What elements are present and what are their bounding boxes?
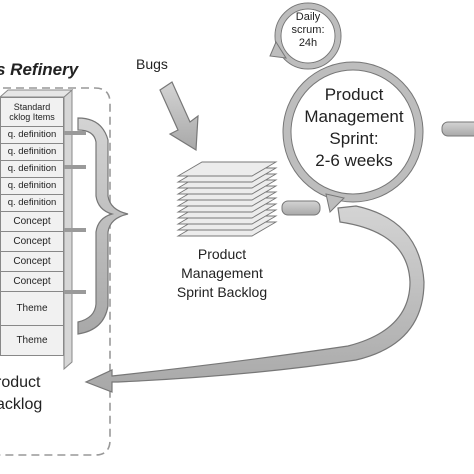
pm-sprint-backlog-caption: Product Management Sprint Backlog: [160, 245, 284, 302]
connector-right-stub: [441, 121, 474, 137]
pm-sprint-line1: Product: [324, 85, 384, 104]
stack-cell-label: q. definition: [7, 129, 57, 140]
stack-cell-concept: Concept: [0, 272, 64, 292]
stack-cell-label: Concept: [13, 215, 51, 227]
stack-cell-req-definition: q. definition: [0, 161, 64, 178]
stack-cell-label: Theme: [16, 334, 48, 346]
stack-cell-label: q. definition: [7, 180, 57, 191]
stack-cell-concept: Concept: [0, 252, 64, 272]
paper-stack-icon: [176, 161, 278, 237]
stack-cell-req-definition: q. definition: [0, 178, 64, 195]
sprint-circle-arrowhead: [325, 193, 345, 213]
curly-brace: [77, 117, 129, 335]
product-backlog-line1: roduct: [0, 374, 41, 391]
bugs-arrow: [159, 81, 199, 152]
daily-scrum-label: Daily scrum: 24h: [278, 11, 338, 50]
daily-scrum-arrowhead: [269, 40, 287, 59]
daily-scrum-circle: [275, 3, 341, 69]
stack-cell-label: cklog Items: [9, 112, 55, 122]
sprint-cycle-circle: [283, 62, 423, 202]
stack-cell-label: q. definition: [7, 163, 57, 174]
stack-cell-standard-items: Standard cklog Items: [0, 97, 64, 127]
stack-cell-label: Concept: [13, 255, 51, 267]
pm-sprint-label: Product Management Sprint: 2-6 weeks: [292, 84, 416, 172]
bugs-label: Bugs: [136, 56, 168, 72]
stack-cell-label: Standard: [13, 102, 51, 112]
refinery-dashed-border: [0, 87, 111, 456]
stack-cell-label: Concept: [13, 275, 51, 287]
stack-cell-concept: Concept: [0, 232, 64, 252]
daily-scrum-line3: 24h: [298, 37, 318, 49]
product-backlog-line2: acklog: [0, 396, 43, 413]
pm-sprint-backlog-line2: Management: [181, 265, 263, 281]
refinery-title: s Refinery: [0, 60, 79, 79]
pm-sprint-line2: Management: [304, 107, 404, 126]
stack-cell-label: Concept: [13, 235, 51, 247]
pm-sprint-line3: Sprint:: [329, 129, 379, 148]
stack-cell-label: Theme: [16, 302, 48, 314]
stack-cell-concept: Concept: [0, 212, 64, 232]
pm-sprint-backlog-line1: Product: [197, 246, 247, 262]
stack-top: [0, 89, 74, 98]
product-backlog-caption: roduct acklog: [0, 372, 42, 416]
pm-sprint-line4: 2-6 weeks: [315, 151, 393, 170]
connector-to-sprint: [281, 200, 321, 216]
stack-cell-req-definition: q. definition: [0, 127, 64, 144]
daily-scrum-line1: Daily: [295, 11, 321, 23]
backlog-item-stack: Standard cklog Items q. definition q. de…: [0, 97, 64, 356]
daily-scrum-line2: scrum:: [291, 24, 325, 36]
stack-cell-label: q. definition: [7, 197, 57, 208]
stack-cell-theme: Theme: [0, 292, 64, 326]
stack-cell-label: q. definition: [7, 146, 57, 157]
stack-cell-req-definition: q. definition: [0, 195, 64, 212]
stack-cell-theme: Theme: [0, 326, 64, 356]
return-arrow: [84, 205, 425, 393]
stack-cell-req-definition: q. definition: [0, 144, 64, 161]
pm-sprint-backlog-line3: Sprint Backlog: [176, 284, 268, 300]
